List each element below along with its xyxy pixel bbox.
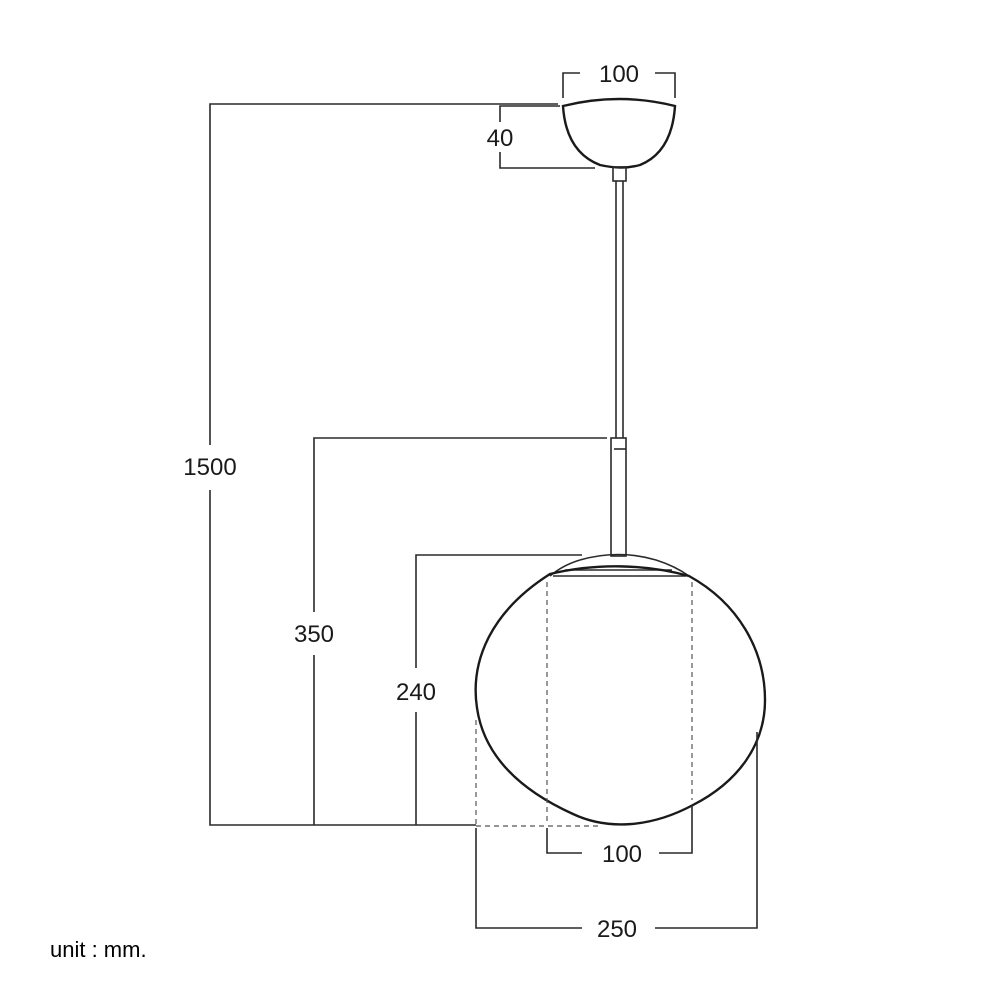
inner-cylinder-hidden <box>475 582 693 827</box>
total-drop-dimension <box>209 103 558 826</box>
lamp-height-dimension <box>313 437 607 825</box>
total-drop-label: 1500 <box>183 454 236 481</box>
canopy-width-label: 100 <box>599 61 639 88</box>
canopy-height-label: 40 <box>487 125 514 152</box>
suspension-cord <box>610 166 627 557</box>
inner-width-label: 100 <box>602 841 642 868</box>
globe-height-label: 240 <box>396 679 436 706</box>
globe-width-dimension <box>475 732 758 929</box>
glass-globe <box>474 565 767 826</box>
canopy-width-dimension <box>562 72 676 98</box>
ceiling-canopy <box>561 97 677 169</box>
lamp-height-label: 350 <box>294 621 334 648</box>
inner-width-dimension <box>546 805 693 854</box>
canopy-height-dimension <box>499 105 595 169</box>
unit-note: unit : mm. <box>50 937 147 962</box>
globe-height-dimension <box>415 554 582 825</box>
globe-width-label: 250 <box>597 916 637 943</box>
